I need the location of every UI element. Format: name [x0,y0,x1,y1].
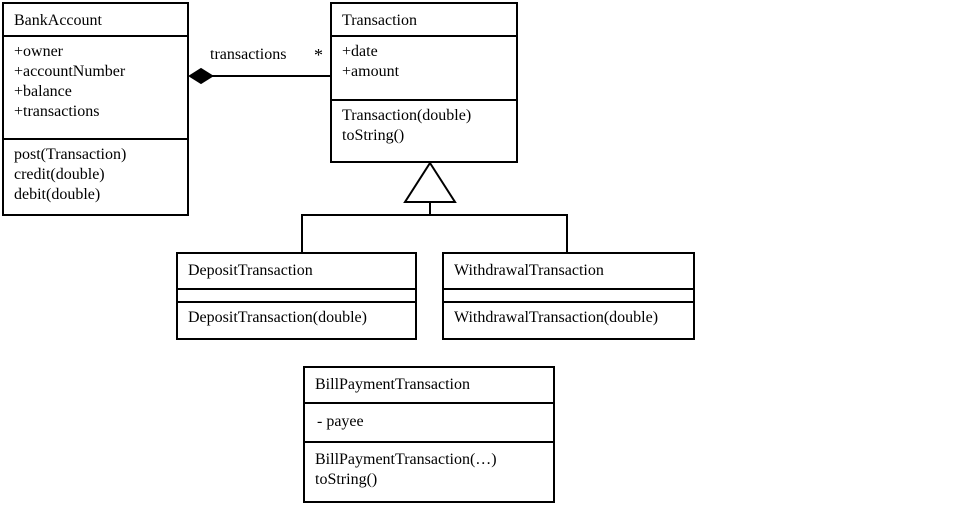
method-line: Transaction(double) [342,107,472,124]
class-name: DepositTransaction [178,254,415,290]
method-line: toString() [315,471,378,488]
methods-compartment: DepositTransaction(double) [178,303,415,338]
method-line: toString() [342,127,405,144]
class-name: BankAccount [4,4,187,37]
attribute-line: +transactions [14,103,100,120]
class-name: BillPaymentTransaction [305,368,553,404]
attribute-line: +accountNumber [14,63,126,80]
method-line: debit(double) [14,186,101,203]
methods-compartment: WithdrawalTransaction(double) [444,303,693,338]
class-name: Transaction [332,4,516,37]
attribute-line: +date [342,43,378,60]
attributes-compartment: +owner +accountNumber +balance +transact… [4,37,187,140]
class-deposittransaction: DepositTransaction DepositTransaction(do… [176,252,417,340]
method-line: credit(double) [14,166,105,183]
inheritance-triangle-icon [403,161,457,203]
class-withdrawaltransaction: WithdrawalTransaction WithdrawalTransact… [442,252,695,340]
class-bankaccount: BankAccount +owner +accountNumber +balan… [2,2,189,216]
attribute-line: +owner [14,43,64,60]
class-billpaymenttransaction: BillPaymentTransaction - payee BillPayme… [303,366,555,503]
methods-compartment: post(Transaction) credit(double) debit(d… [4,140,187,214]
attributes-compartment: - payee [305,404,553,443]
attributes-compartment: +date +amount [332,37,516,101]
method-line: post(Transaction) [14,146,127,163]
attribute-line: - payee [317,413,364,430]
inheritance-branch-line [301,214,568,252]
class-name: WithdrawalTransaction [444,254,693,290]
composition-role-label: transactions [210,46,287,63]
attribute-line: +amount [342,63,400,80]
composition-multiplicity-label: * [314,45,323,65]
method-line: WithdrawalTransaction(double) [454,309,659,326]
method-line: DepositTransaction(double) [188,309,367,326]
methods-compartment: BillPaymentTransaction(…) toString() [305,443,553,501]
attribute-line: +balance [14,83,72,100]
method-line: BillPaymentTransaction(…) [315,451,497,468]
methods-compartment: Transaction(double) toString() [332,101,516,161]
attributes-compartment [178,290,415,303]
attributes-compartment [444,290,693,303]
class-transaction: Transaction +date +amount Transaction(do… [330,2,518,163]
composition-diamond-icon [188,67,214,85]
